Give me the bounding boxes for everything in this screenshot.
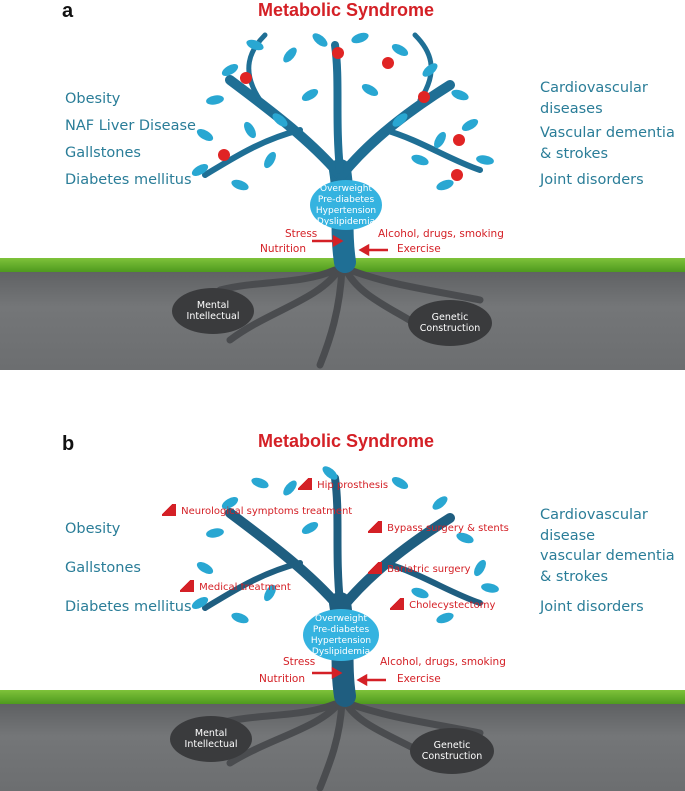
core-item: Overweight: [320, 184, 372, 194]
panel-title: Metabolic Syndrome: [258, 431, 435, 451]
treatment-label: Bypass surgery & stents: [387, 523, 509, 534]
label-diabetes-mellitus: Diabetes mellitus: [65, 172, 192, 188]
label-obesity: Obesity: [65, 91, 121, 107]
arrow-head-icon: [356, 673, 368, 687]
root-oval-mental: [172, 288, 254, 334]
scalpel-icon: [368, 520, 382, 533]
root-line: Mental: [196, 300, 230, 311]
root-line: Mental: [194, 728, 228, 739]
root-label-genetic: Genetic Construction: [408, 312, 492, 334]
label-line: Vascular dementia: [540, 125, 675, 141]
factor-arrows: [312, 234, 388, 257]
scalpel-icon: [162, 503, 176, 516]
root-label-genetic: Genetic Construction: [410, 740, 494, 762]
treatment-bariatric: Bariatric surgery: [368, 557, 471, 576]
label-obesity: Obesity: [65, 521, 121, 537]
panel-b: b Metabolic Syndrome Obesity Gallstones …: [0, 428, 685, 791]
label-line: disease: [540, 528, 596, 544]
label-cardiovascular: Cardiovascular diseases: [540, 78, 648, 120]
root-label-mental: Mental Intellectual: [172, 300, 254, 322]
label-joint-disorders: Joint disorders: [540, 599, 644, 615]
panel-letter: b: [62, 433, 75, 455]
scalpel-icon: [298, 477, 312, 490]
root-line: Genetic: [431, 312, 469, 323]
scalpel-icon: [368, 561, 382, 574]
panel-a: a Metabolic Syndrome Obesity NAF Liver D…: [0, 0, 685, 370]
factor-alcohol: Alcohol, drugs, smoking: [378, 228, 504, 240]
label-vascular-dementia: vascular dementia & strokes: [540, 546, 675, 588]
root-line: Construction: [421, 751, 483, 762]
core-item: Hypertension: [310, 636, 372, 646]
core-item: Dyslipidemia: [316, 217, 376, 227]
factor-arrows: [312, 666, 386, 687]
label-joint-disorders: Joint disorders: [540, 172, 644, 188]
label-diabetes-mellitus: Diabetes mellitus: [65, 599, 192, 615]
treatment-hip-prosthesis: Hip prosthesis: [298, 473, 388, 492]
arrow-head-icon: [331, 666, 343, 680]
arrow-head-icon: [332, 234, 344, 248]
treatment-label: Medical treatment: [199, 582, 291, 593]
core-ellipse: [310, 180, 382, 230]
root-line: Intellectual: [186, 311, 240, 322]
scalpel-icon: [180, 579, 194, 592]
root-line: Construction: [419, 323, 481, 334]
core-item: Dyslipidemia: [311, 647, 371, 657]
factor-stress: Stress: [285, 228, 318, 240]
root-label-mental: Mental Intellectual: [170, 728, 252, 750]
root-line: Genetic: [433, 740, 471, 751]
core-conditions: Overweight Pre-diabetes Hypertension Dys…: [303, 614, 379, 658]
treatment-label: Bariatric surgery: [387, 564, 471, 575]
root-oval-mental: [170, 716, 252, 762]
label-line: Cardiovascular: [540, 507, 648, 523]
label-line: Cardiovascular: [540, 80, 648, 96]
treatment-label: Neurological symptoms treatment: [181, 506, 353, 517]
factor-alcohol: Alcohol, drugs, smoking: [380, 656, 506, 668]
root-oval-genetic: [408, 300, 492, 346]
factor-exercise: Exercise: [397, 673, 441, 685]
root-oval-genetic: [410, 728, 494, 774]
treatment-neurological: Neurological symptoms treatment: [162, 499, 352, 518]
core-ellipse: [303, 609, 379, 661]
label-line: & strokes: [540, 146, 609, 162]
core-item: Pre-diabetes: [312, 625, 370, 635]
root-line: Intellectual: [184, 739, 238, 750]
panel-letter: a: [62, 0, 74, 22]
scalpel-icon: [390, 597, 404, 610]
label-line: diseases: [540, 101, 603, 117]
core-item: Hypertension: [315, 206, 377, 216]
label-vascular-dementia: Vascular dementia & strokes: [540, 123, 675, 165]
label-line: & strokes: [540, 569, 609, 585]
treatment-bypass: Bypass surgery & stents: [368, 516, 509, 535]
label-cardiovascular: Cardiovascular disease: [540, 505, 648, 547]
arrow-head-icon: [358, 243, 370, 257]
label-gallstones: Gallstones: [65, 560, 141, 576]
treatment-medical: Medical treatment: [180, 575, 291, 594]
treatment-cholecystectomy: Cholecystectomy: [390, 593, 495, 612]
factor-exercise: Exercise: [397, 243, 441, 255]
factor-stress: Stress: [283, 656, 316, 668]
core-item: Overweight: [315, 614, 367, 624]
factor-nutrition: Nutrition: [260, 243, 306, 255]
treatment-label: Cholecystectomy: [409, 600, 496, 611]
label-naf-liver-disease: NAF Liver Disease: [65, 118, 196, 134]
label-gallstones: Gallstones: [65, 145, 141, 161]
label-line: vascular dementia: [540, 548, 675, 564]
treatment-label: Hip prosthesis: [317, 480, 389, 491]
core-conditions: Overweight Pre-diabetes Hypertension Dys…: [310, 184, 382, 228]
panel-title: Metabolic Syndrome: [258, 0, 435, 20]
factor-nutrition: Nutrition: [259, 673, 305, 685]
core-item: Pre-diabetes: [317, 195, 375, 205]
